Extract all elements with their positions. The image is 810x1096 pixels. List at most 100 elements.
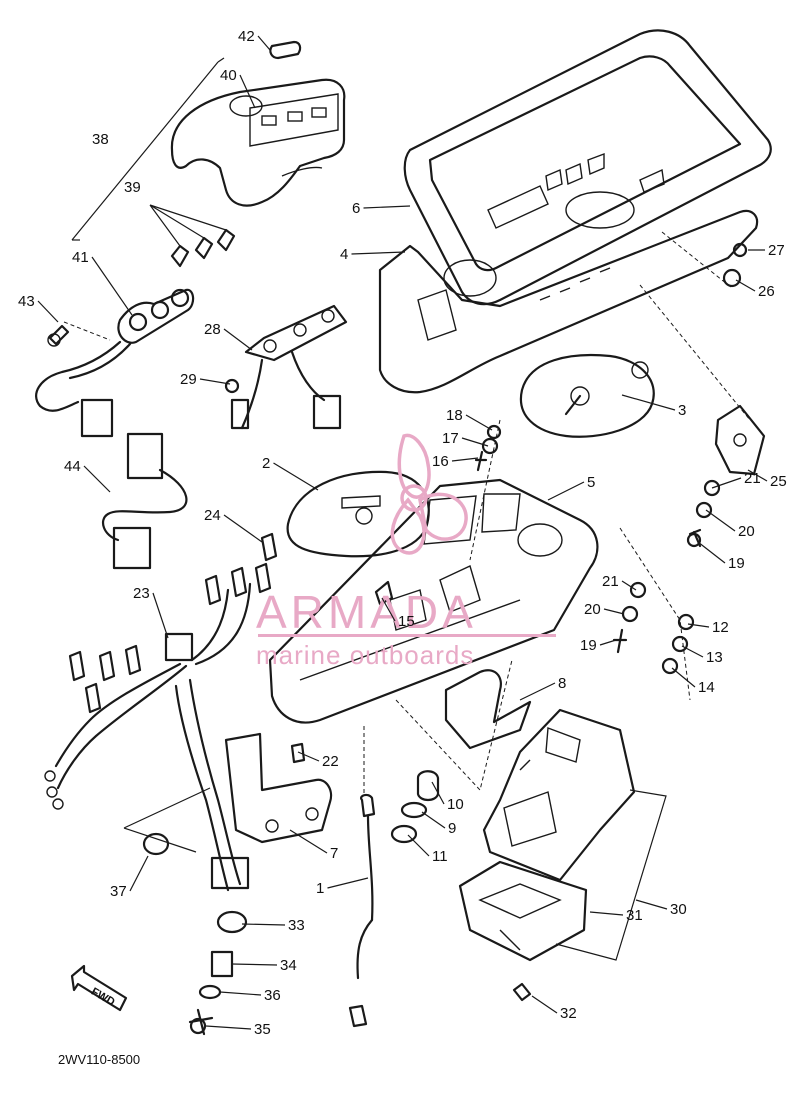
callout-leader bbox=[465, 414, 493, 431]
callout-label: 30 bbox=[670, 901, 687, 918]
callout-label: 20 bbox=[738, 523, 755, 540]
callout-label: 31 bbox=[626, 907, 643, 924]
callout-c18: 18 bbox=[446, 407, 493, 431]
callout-c30: 30 bbox=[635, 899, 687, 918]
screw-27-part bbox=[732, 242, 748, 258]
callout-c33: 33 bbox=[241, 917, 305, 934]
callout-c14: 14 bbox=[671, 667, 715, 696]
callout-c20: 20 bbox=[705, 509, 755, 540]
callout-label: 17 bbox=[442, 430, 459, 447]
callout-c38: 38 bbox=[92, 131, 109, 148]
callout-label: 32 bbox=[560, 1005, 577, 1022]
harness-28-part bbox=[230, 304, 348, 430]
callout-label: 28 bbox=[204, 321, 221, 338]
callout-c26: 26 bbox=[735, 279, 775, 300]
bracket-8-part bbox=[444, 669, 532, 750]
callout-leader bbox=[671, 667, 696, 688]
speedometer-cable-1-part bbox=[348, 726, 376, 1028]
callout-c43: 43 bbox=[18, 293, 59, 323]
callout-c12: 12 bbox=[687, 619, 729, 636]
callout-leader bbox=[241, 923, 286, 926]
callout-c21b: 21 bbox=[602, 573, 637, 591]
callout-c29: 29 bbox=[180, 371, 231, 388]
callout-leader bbox=[289, 829, 328, 854]
watermark-subtitle: marine outboards bbox=[256, 640, 474, 670]
callout-leader bbox=[519, 682, 556, 701]
callout-leader bbox=[735, 279, 756, 292]
callout-label: 33 bbox=[288, 917, 305, 934]
callout-label: 36 bbox=[264, 987, 281, 1004]
callout-label: 22 bbox=[322, 753, 339, 770]
callout-c8: 8 bbox=[519, 675, 566, 701]
callout-c19b: 19 bbox=[580, 637, 617, 654]
collar-34-part bbox=[210, 950, 234, 978]
callout-c20b: 20 bbox=[584, 601, 625, 618]
callout-leader bbox=[37, 300, 59, 323]
diagram-code: 2WV110-8500 bbox=[58, 1052, 140, 1067]
callout-c7: 7 bbox=[289, 829, 338, 862]
washers-21-20-19-part bbox=[686, 479, 721, 548]
callout-leader bbox=[451, 457, 479, 462]
callout-leader bbox=[219, 991, 262, 996]
bracket-25-part bbox=[714, 404, 766, 476]
callout-c35: 35 bbox=[205, 1021, 271, 1038]
callout-leader bbox=[231, 963, 278, 966]
callout-leader bbox=[129, 855, 149, 892]
callout-c3: 3 bbox=[621, 394, 686, 419]
damper-33-part bbox=[216, 910, 248, 934]
callout-leader bbox=[199, 378, 231, 385]
callout-leader bbox=[273, 462, 319, 491]
callout-leader bbox=[91, 256, 133, 316]
washers-18-17-16-part bbox=[474, 424, 502, 472]
callout-leader bbox=[681, 645, 704, 658]
callout-c17: 17 bbox=[442, 430, 489, 447]
callout-c22: 22 bbox=[297, 751, 339, 770]
screw-32-part bbox=[512, 982, 532, 1002]
callout-leader bbox=[83, 465, 111, 493]
callout-label: 25 bbox=[770, 473, 787, 490]
callout-c13: 13 bbox=[681, 645, 723, 666]
grommet-26-part bbox=[722, 268, 742, 288]
callout-leader bbox=[547, 481, 585, 501]
callout-label: 9 bbox=[448, 820, 456, 837]
callout-c23: 23 bbox=[133, 585, 169, 639]
callout-c34: 34 bbox=[231, 957, 297, 974]
callout-label: 40 bbox=[220, 67, 237, 84]
callout-label: 37 bbox=[110, 883, 127, 900]
callout-leader bbox=[381, 597, 396, 622]
callout-leader bbox=[205, 1025, 252, 1030]
callout-leader bbox=[327, 877, 369, 889]
callout-label: 15 bbox=[398, 613, 415, 630]
bracket-31-part bbox=[458, 860, 588, 962]
armada-watermark-logo: ARMADA marine outboards bbox=[256, 433, 556, 670]
screw-15-part bbox=[374, 580, 394, 606]
callout-label: 2 bbox=[262, 455, 270, 472]
group-38-leader bbox=[71, 61, 219, 241]
callout-label: 8 bbox=[558, 675, 566, 692]
callout-label: 11 bbox=[432, 848, 448, 865]
washer-9-part bbox=[400, 801, 428, 819]
callout-c16: 16 bbox=[432, 453, 479, 470]
callout-c11: 11 bbox=[407, 834, 448, 865]
callout-leader bbox=[351, 251, 406, 255]
callout-c10: 10 bbox=[431, 781, 464, 813]
propeller-icon bbox=[390, 433, 468, 555]
bulb-24-part bbox=[260, 532, 278, 562]
callout-c28: 28 bbox=[204, 321, 253, 351]
callout-c2: 2 bbox=[262, 455, 319, 491]
callout-label: 19 bbox=[728, 555, 745, 572]
callout-c32: 32 bbox=[531, 995, 577, 1022]
callout-c40: 40 bbox=[220, 67, 256, 109]
socket-harness-41-part bbox=[35, 288, 195, 438]
callout-leader bbox=[407, 834, 430, 857]
bracket-30-part bbox=[482, 708, 636, 882]
callout-c15: 15 bbox=[381, 597, 415, 630]
washer-36-part bbox=[198, 984, 222, 1000]
callout-leader bbox=[461, 437, 489, 447]
callout-leader bbox=[257, 35, 271, 51]
callout-c31: 31 bbox=[589, 907, 643, 924]
bulbs-39-part bbox=[149, 204, 236, 268]
callout-leader bbox=[599, 639, 617, 646]
callout-c27: 27 bbox=[748, 242, 785, 259]
